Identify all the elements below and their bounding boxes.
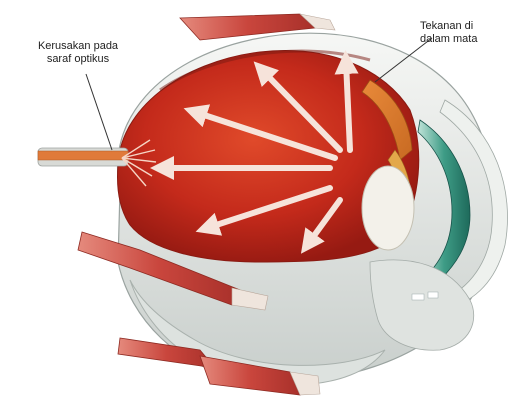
label-line: Kerusakan pada: [8, 40, 148, 53]
eye-pressure-label: Tekanan di dalam mata: [420, 20, 530, 46]
label-line: Tekanan di: [420, 20, 530, 33]
eyelid-detail-2: [428, 292, 438, 298]
pressure-arrow: [346, 62, 350, 150]
label-line: saraf optikus: [8, 53, 148, 66]
eyelid-detail: [412, 294, 424, 300]
optic-nerve-core: [38, 151, 128, 160]
optic-nerve-damage-label: Kerusakan pada saraf optikus: [8, 40, 148, 66]
callout-line-optic: [86, 74, 112, 150]
label-line: dalam mata: [420, 33, 530, 46]
lens: [362, 166, 414, 250]
